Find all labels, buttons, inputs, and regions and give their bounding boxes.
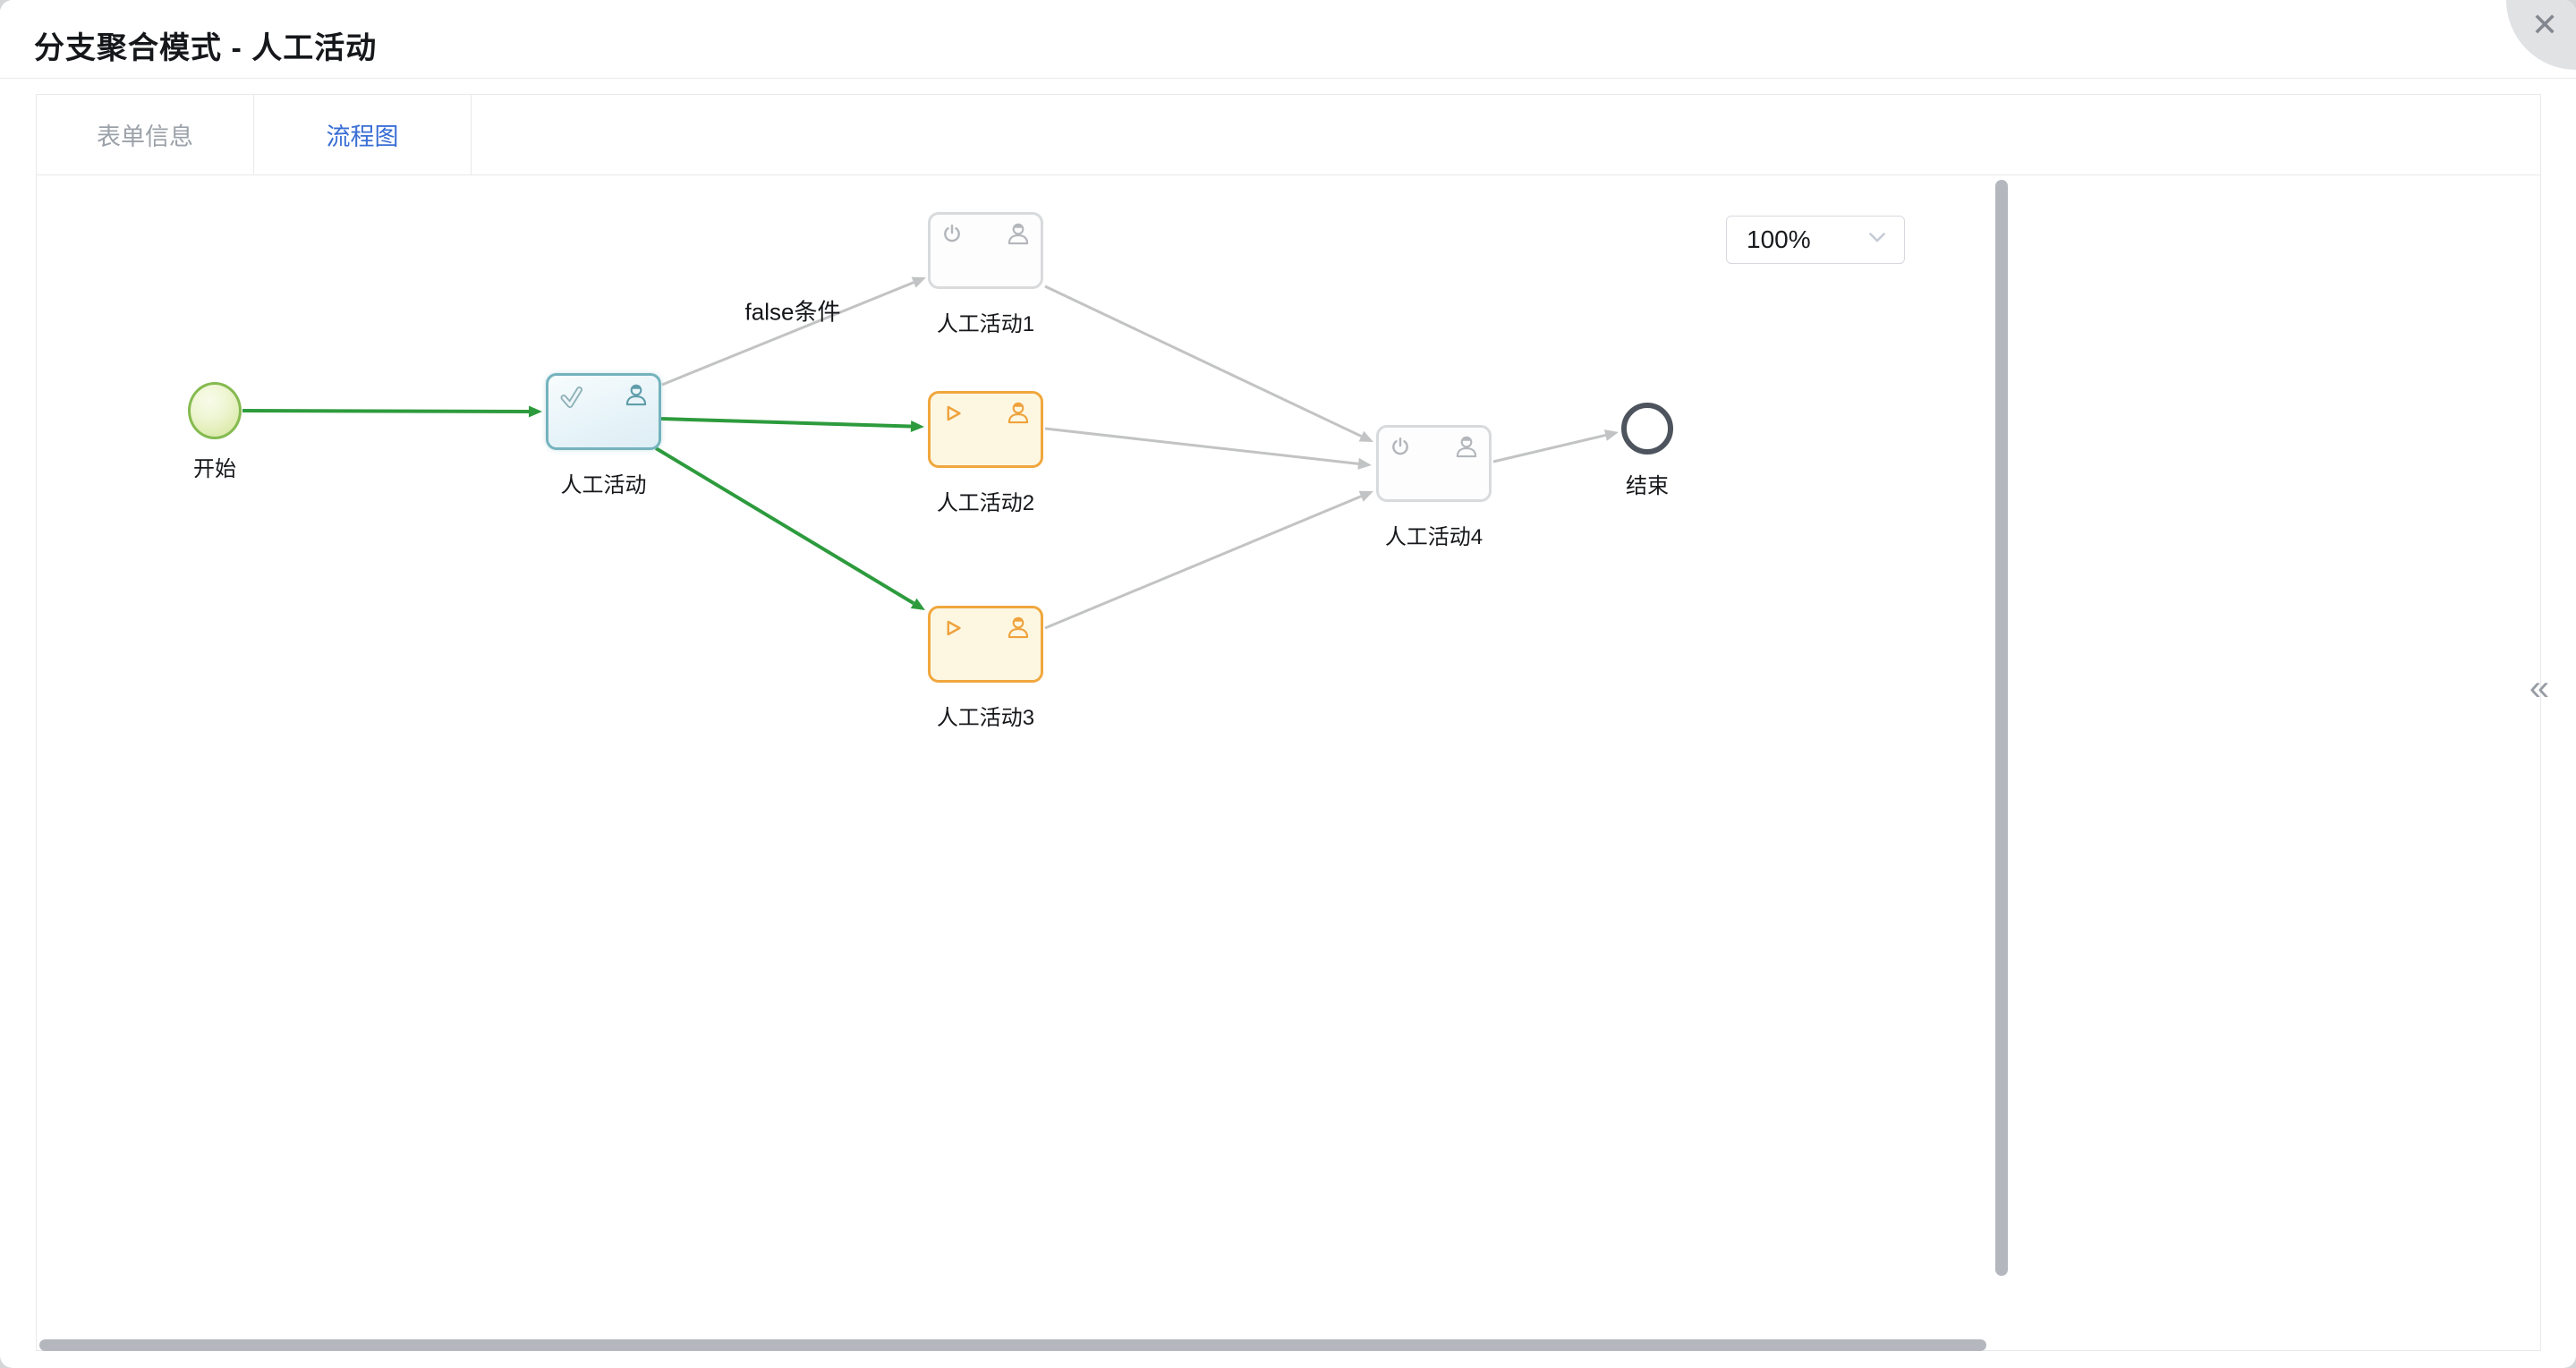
dialog-title: 分支聚合模式 - 人工活动	[34, 31, 378, 65]
flow-node-label-start: 开始	[193, 457, 236, 481]
horizontal-scrollbar[interactable]	[39, 1339, 1986, 1351]
flow-node-task-3[interactable]	[928, 606, 1043, 683]
vertical-scrollbar[interactable]	[1995, 180, 2008, 1276]
flow-node-label-end: 结束	[1626, 474, 1669, 498]
power-icon	[939, 221, 965, 252]
tab-form-info-label: 表单信息	[97, 123, 193, 150]
person-icon	[1451, 432, 1482, 467]
flow-node-task-2[interactable]	[928, 391, 1043, 468]
flow-node-task-4[interactable]	[1376, 425, 1492, 502]
flow-node-label-task-4: 人工活动4	[1384, 525, 1484, 549]
tab-bar: 表单信息 流程图	[37, 95, 2540, 175]
person-icon	[621, 380, 651, 415]
edge-condition-label: false条件	[744, 298, 841, 326]
flow-node-label-task-3: 人工活动3	[936, 706, 1035, 730]
flow-node-end[interactable]	[1621, 403, 1673, 455]
collapse-panel-toggle[interactable]: «	[2526, 666, 2553, 710]
person-icon	[1003, 219, 1033, 254]
double-chevron-left-icon: «	[2529, 668, 2550, 708]
flow-node-start[interactable]	[188, 382, 242, 439]
check-icon	[557, 382, 585, 415]
tab-flow-diagram-label: 流程图	[326, 123, 399, 150]
power-icon	[1387, 434, 1414, 465]
play-icon	[939, 615, 965, 646]
chevron-down-icon	[1865, 225, 1890, 256]
dialog-header: 分支聚合模式 - 人工活动	[0, 0, 2576, 79]
close-button[interactable]: ✕	[2506, 0, 2576, 70]
flow-node-task-main[interactable]	[546, 373, 661, 450]
close-icon: ✕	[2531, 6, 2559, 43]
zoom-select[interactable]: 100%	[1726, 216, 1905, 264]
tab-form-info[interactable]: 表单信息	[37, 95, 254, 174]
flow-node-label-task-2: 人工活动2	[936, 491, 1035, 515]
person-icon	[1003, 398, 1033, 433]
flow-node-label-task-1: 人工活动1	[936, 312, 1035, 336]
flow-node-label-task-main: 人工活动	[560, 473, 647, 497]
play-icon	[939, 400, 965, 431]
zoom-select-value: 100%	[1747, 225, 1811, 253]
flow-node-task-1[interactable]	[928, 212, 1043, 289]
person-icon	[1003, 613, 1033, 648]
tab-flow-diagram[interactable]: 流程图	[254, 95, 472, 174]
